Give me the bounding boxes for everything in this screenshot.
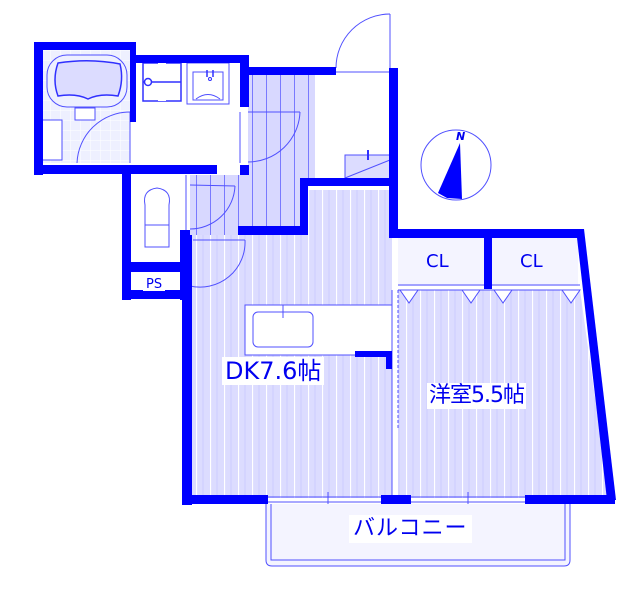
washroom-door-swing: [247, 111, 301, 163]
closet-2-floor: [492, 236, 578, 286]
western-room-label: 洋室5.5帖: [427, 383, 526, 409]
front-door-swing: [335, 13, 391, 69]
toilet: [144, 187, 170, 248]
kitchen-counter: [244, 304, 393, 356]
balcony-label: バルコニー: [349, 515, 472, 543]
toilet-door-leaf: [189, 184, 236, 187]
washbasin: [186, 62, 230, 105]
pipe-space-label: PS: [143, 278, 166, 291]
closet-1-floor: [398, 236, 484, 286]
windows: [268, 492, 525, 508]
compass-north-label: N: [456, 130, 466, 143]
walls: [34, 42, 616, 505]
dk-door-swing: [189, 239, 246, 288]
hallway-floor: [190, 75, 315, 235]
toilet-door-swing: [189, 185, 236, 230]
dk-room-label: DK7.6帖: [222, 357, 325, 385]
compass-icon: [420, 129, 492, 201]
bathtub: [41, 54, 128, 161]
bathroom-door-swing: [76, 111, 131, 164]
closet-2-label: CL: [520, 251, 543, 272]
washing-machine-pan: [142, 62, 182, 102]
closet-1-label: CL: [426, 251, 449, 272]
